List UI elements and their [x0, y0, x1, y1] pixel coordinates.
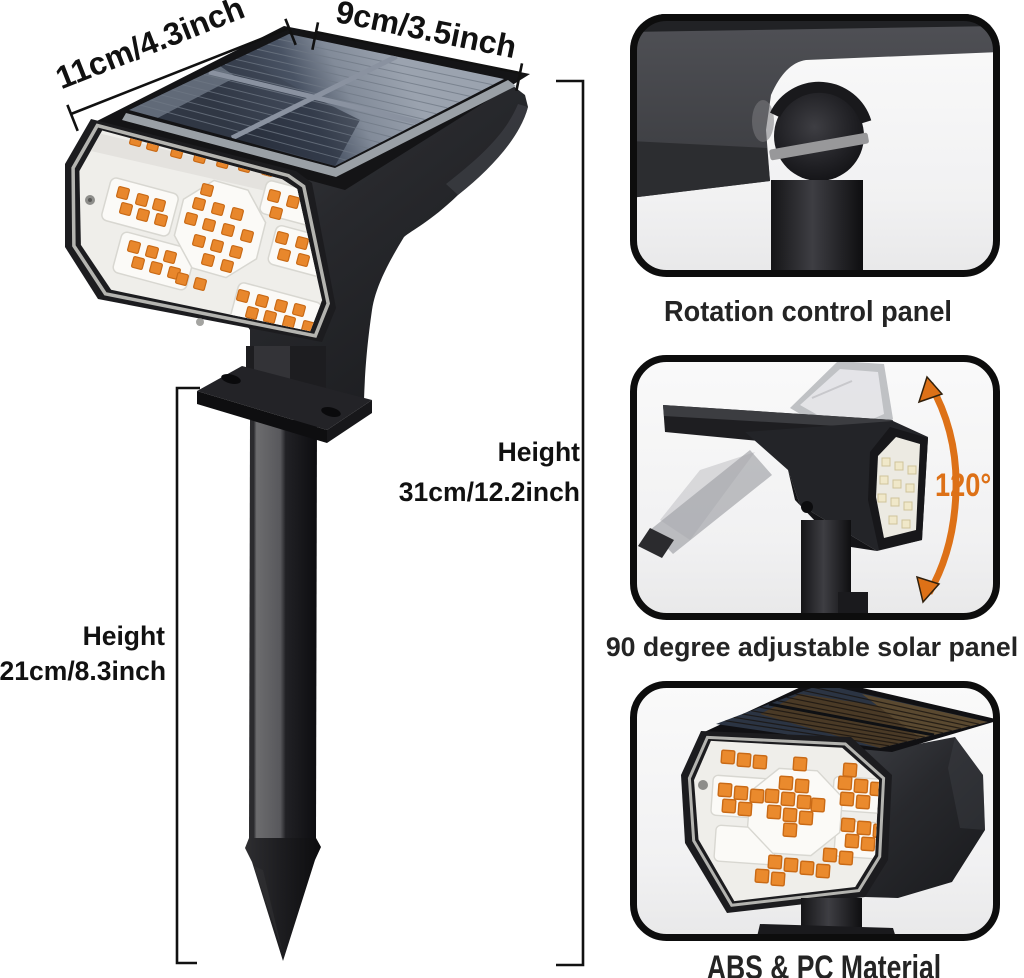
svg-text:Height: Height: [498, 437, 581, 467]
svg-text:120°: 120°: [935, 468, 991, 504]
svg-text:Rotation control panel: Rotation control panel: [664, 295, 952, 327]
svg-text:Height: Height: [83, 621, 166, 651]
svg-text:90 degree adjustable solar pan: 90 degree adjustable solar panel: [606, 632, 1018, 662]
svg-text:ABS & PC Material: ABS & PC Material: [707, 949, 941, 978]
svg-text:31cm/12.2inch: 31cm/12.2inch: [399, 477, 580, 507]
svg-text:21cm/8.3inch: 21cm/8.3inch: [0, 656, 166, 686]
